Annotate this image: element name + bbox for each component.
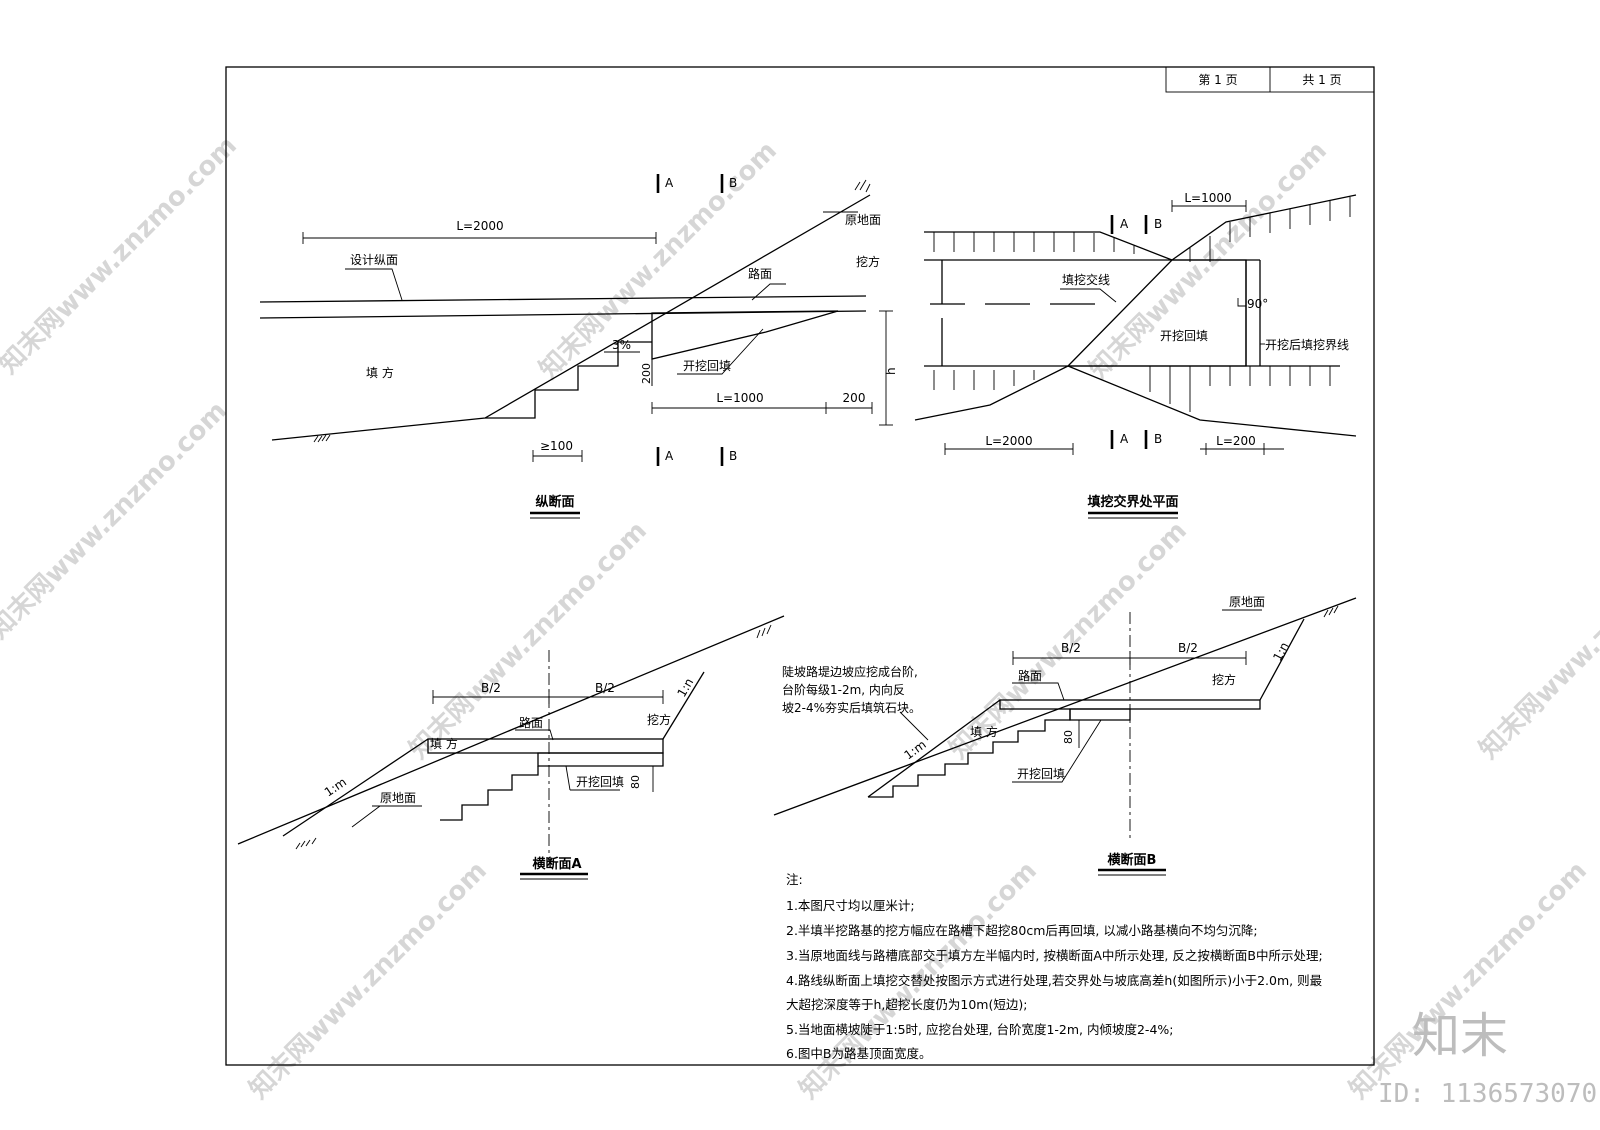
mark-a-top: A — [665, 176, 674, 190]
plan-mark-b-bottom: B — [1154, 432, 1162, 446]
label-slope: 3% — [612, 338, 631, 352]
mark-b-bottom: B — [729, 449, 737, 463]
cross-b-remark-2: 台阶每级1-2m, 内向反 — [782, 682, 905, 697]
plan-mark-b-top: B — [1154, 217, 1162, 231]
cross-a-label-excavate: 开挖回填 — [576, 774, 624, 789]
mark-a-bottom: A — [665, 449, 674, 463]
title-long-section: 纵断面 — [535, 494, 574, 510]
notes-heading: 注: — [786, 872, 803, 887]
dim-200-vertical: 200 — [640, 363, 653, 384]
note-item: 6.图中B为路基顶面宽度。 — [786, 1046, 932, 1061]
title-plan: 填挖交界处平面 — [1087, 494, 1178, 510]
note-item: 3.当原地面线与路槽底部交于填方左半幅内时, 按横断面A中所示处理, 反之按横断… — [786, 948, 1323, 963]
note-item: 1.本图尺寸均以厘米计; — [786, 898, 915, 913]
label-boundary-cross: 填挖交线 — [1062, 272, 1110, 287]
label-boundary-line: 开挖后填挖界线 — [1265, 337, 1349, 352]
cross-a-label-cut: 挖方 — [647, 712, 671, 727]
watermark-text: 知末网www.znzmo.com — [0, 396, 233, 645]
mark-b-top: B — [729, 176, 737, 190]
cross-a-half1: B/2 — [481, 681, 501, 695]
label-ground: 原地面 — [845, 213, 881, 227]
plan-label-excavate-backfill: 开挖回填 — [1160, 328, 1208, 343]
cross-a-slope-n: 1:n — [674, 676, 696, 700]
long-section: A B A B L=2000 设计纵面 路面 挖方 原地面 — [259, 174, 898, 519]
dim-plan-l1000: L=1000 — [1184, 191, 1231, 205]
note-item: 大超挖深度等于h,超挖长度仍为10m(短边); — [786, 997, 1027, 1012]
watermark-text: 知末网www.znzmo.com — [0, 131, 243, 380]
dim-200: 200 — [843, 391, 866, 405]
label-design-profile: 设计纵面 — [350, 253, 398, 267]
cross-a-label-ground: 原地面 — [380, 791, 416, 805]
cross-b-label-fill: 填 方 — [970, 724, 998, 739]
page-current: 第 1 页 — [1198, 73, 1237, 87]
page-table: 第 1 页 共 1 页 — [1165, 66, 1375, 93]
plan-mark-a-bottom: A — [1120, 432, 1129, 446]
dim-l1000: L=1000 — [716, 391, 763, 405]
label-excavate-backfill: 开挖回填 — [683, 358, 731, 373]
watermark-text: 知末网www.znzmo.com — [244, 856, 493, 1105]
cross-a-label-fill: 填 方 — [430, 736, 458, 751]
label-cut: 挖方 — [856, 254, 880, 269]
label-fill: 填 方 — [366, 365, 394, 380]
plan-mark-a-top: A — [1120, 217, 1129, 231]
cross-b-label-road: 路面 — [1018, 668, 1042, 683]
cross-b-label-cut: 挖方 — [1212, 672, 1236, 687]
cross-section-a: B/2 B/2 1:m 1:n 路面 挖方 填 方 原地面 — [237, 615, 785, 880]
cross-a-dim80: 80 — [629, 775, 642, 789]
cross-b-label-ground: 原地面 — [1229, 595, 1265, 609]
label-road-surface: 路面 — [748, 266, 772, 281]
dim-h: h — [884, 367, 898, 375]
notes: 注: 1.本图尺寸均以厘米计; 2.半填半挖路基的挖方幅应在路槽下超挖80cm后… — [786, 872, 1323, 1061]
sheet-border — [225, 66, 1375, 1066]
cross-a-label-road: 路面 — [519, 715, 543, 730]
label-angle: 90° — [1247, 297, 1268, 311]
cross-b-label-excavate: 开挖回填 — [1017, 766, 1065, 781]
note-item: 2.半填半挖路基的挖方幅应在路槽下超挖80cm后再回填, 以减小路基横向不均匀沉… — [786, 923, 1258, 938]
cross-b-remark-1: 陡坡路堤边坡应挖成台阶, — [782, 664, 918, 679]
dim-l2000: L=2000 — [456, 219, 503, 233]
title-cross-a: 横断面A — [532, 856, 581, 872]
cross-a-slope-m: 1:m — [322, 775, 349, 800]
dim-plan-l200: L=200 — [1216, 434, 1256, 448]
title-cross-b: 横断面B — [1108, 852, 1157, 868]
cross-b-dim80: 80 — [1062, 730, 1075, 744]
dim-plan-l2000: L=2000 — [985, 434, 1032, 448]
id-watermark: ID: 1136573070 — [1378, 1079, 1597, 1109]
brand-watermark: 知末 — [1412, 1008, 1508, 1064]
watermark-text: 知末网www.znzmo.com — [534, 136, 783, 385]
note-item: 5.当地面横坡陡于1:5时, 应挖台处理, 台阶宽度1-2m, 内倾坡度2-4%… — [786, 1022, 1173, 1037]
cross-a-half2: B/2 — [595, 681, 615, 695]
page-total: 共 1 页 — [1302, 73, 1341, 87]
watermark-text: 知末网www.znzmo.com — [1474, 516, 1600, 765]
watermark-text: 知末网www.znzmo.com — [1344, 856, 1593, 1105]
cross-b-half1: B/2 — [1061, 641, 1081, 655]
cross-b-remark-3: 坡2-4%夯实后填筑石块。 — [782, 700, 921, 715]
dim-step-min: ≥100 — [540, 439, 573, 453]
note-item: 4.路线纵断面上填挖交替处按图示方式进行处理,若交界处与坡底高差h(如图所示)小… — [786, 973, 1323, 988]
cross-b-slope-n: 1:n — [1270, 640, 1291, 664]
cross-b-half2: B/2 — [1178, 641, 1198, 655]
plan-view: L=1000 A B A B — [914, 191, 1357, 519]
